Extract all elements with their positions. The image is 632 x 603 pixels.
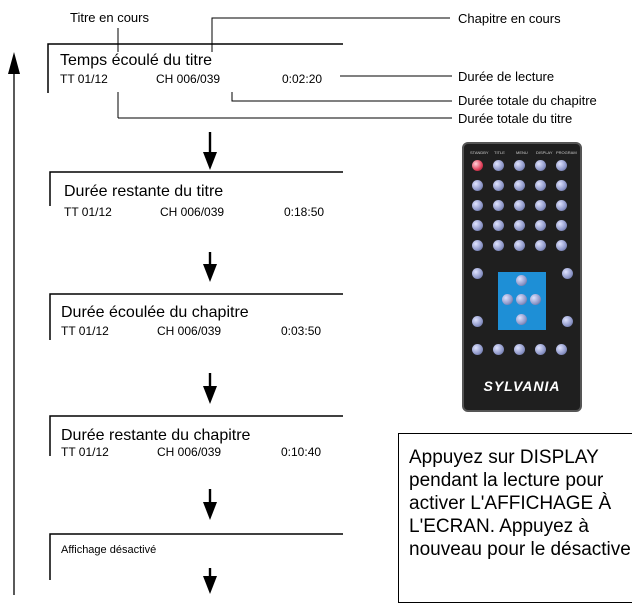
remote-button[interactable] bbox=[514, 160, 525, 171]
transport-button[interactable] bbox=[472, 344, 483, 355]
remote-button[interactable] bbox=[535, 240, 546, 251]
instruction-box: Appuyez sur DISPLAY pendant la lecture p… bbox=[398, 433, 632, 603]
panel-chapitre-restant: Durée restante du chapitre TT 01/12 CH 0… bbox=[61, 427, 341, 467]
remote-button[interactable] bbox=[472, 200, 483, 211]
remote-button[interactable] bbox=[556, 180, 567, 191]
remote-label-title: TITLE bbox=[494, 150, 505, 155]
remote-button[interactable] bbox=[472, 180, 483, 191]
remote-button[interactable] bbox=[472, 220, 483, 231]
time-value: 0:02:20 bbox=[282, 72, 323, 86]
remote-button[interactable] bbox=[514, 200, 525, 211]
panel-5-border bbox=[49, 533, 343, 580]
transport-button[interactable] bbox=[535, 344, 546, 355]
panel-affichage-desactive: Affichage désactivé bbox=[61, 544, 191, 562]
down-arrow-3 bbox=[203, 373, 217, 404]
leader-duree-totale-chapitre bbox=[231, 90, 452, 102]
remote-label-program: PROGRAM bbox=[556, 150, 577, 155]
down-arrow-2 bbox=[203, 252, 217, 282]
panel-title: Affichage désactivé bbox=[61, 544, 157, 556]
remote-button[interactable] bbox=[535, 180, 546, 191]
remote-button[interactable] bbox=[535, 160, 546, 171]
ch-value: CH 006/039 bbox=[160, 205, 225, 219]
remote-side-button[interactable] bbox=[472, 316, 483, 327]
panel-3-border bbox=[49, 293, 343, 340]
nav-enter-button[interactable] bbox=[516, 294, 527, 305]
remote-label-standby: STANDBY bbox=[470, 150, 489, 155]
panel-4-border bbox=[49, 415, 343, 456]
remote-control: STANDBY TITLE MENU DISPLAY PROGRAM SYLVA… bbox=[462, 142, 582, 412]
nav-down-button[interactable] bbox=[516, 314, 527, 325]
return-arrow-head bbox=[8, 52, 20, 74]
panel-2-border bbox=[49, 171, 343, 206]
remote-button[interactable] bbox=[556, 220, 567, 231]
ch-value: CH 006/039 bbox=[157, 324, 222, 338]
tt-value: TT 01/12 bbox=[61, 445, 109, 459]
nav-up-button[interactable] bbox=[516, 275, 527, 286]
remote-side-button[interactable] bbox=[472, 268, 483, 279]
remote-button[interactable] bbox=[493, 220, 504, 231]
remote-button[interactable] bbox=[493, 240, 504, 251]
label-titre-en-cours: Titre en cours bbox=[70, 10, 149, 25]
time-value: 0:03:50 bbox=[281, 324, 322, 338]
leader-chapitre-en-cours bbox=[211, 17, 450, 62]
remote-button[interactable] bbox=[535, 220, 546, 231]
label-chapitre-en-cours: Chapitre en cours bbox=[458, 11, 561, 26]
tt-value: TT 01/12 bbox=[64, 205, 112, 219]
remote-button[interactable] bbox=[556, 160, 567, 171]
remote-label-display: DISPLAY bbox=[536, 150, 553, 155]
remote-side-button[interactable] bbox=[562, 268, 573, 279]
remote-button[interactable] bbox=[514, 240, 525, 251]
down-arrow-1 bbox=[203, 132, 217, 170]
nav-right-button[interactable] bbox=[530, 294, 541, 305]
remote-button[interactable] bbox=[493, 160, 504, 171]
remote-button[interactable] bbox=[472, 240, 483, 251]
brand-logo: SYLVANIA bbox=[483, 378, 561, 394]
panel-1-border bbox=[47, 43, 343, 93]
time-value: 0:10:40 bbox=[281, 445, 322, 459]
tt-value: TT 01/12 bbox=[61, 324, 109, 338]
transport-button[interactable] bbox=[514, 344, 525, 355]
remote-button[interactable] bbox=[556, 240, 567, 251]
remote-button[interactable] bbox=[535, 200, 546, 211]
panel-chapitre-ecoule: Durée écoulée du chapitre TT 01/12 CH 00… bbox=[61, 304, 341, 344]
transport-button[interactable] bbox=[556, 344, 567, 355]
remote-button[interactable] bbox=[556, 200, 567, 211]
remote-button[interactable] bbox=[493, 180, 504, 191]
standby-button[interactable] bbox=[472, 160, 483, 171]
remote-button[interactable] bbox=[514, 180, 525, 191]
panel-titre-ecoule: Temps écoulé du titre TT 01/12 CH 006/03… bbox=[60, 52, 340, 92]
remote-label-menu: MENU bbox=[516, 150, 528, 155]
label-duree-totale-chapitre: Durée totale du chapitre bbox=[458, 93, 597, 108]
transport-button[interactable] bbox=[493, 344, 504, 355]
panel-title: Durée restante du titre bbox=[64, 183, 224, 200]
ch-value: CH 006/039 bbox=[157, 445, 222, 459]
remote-button[interactable] bbox=[514, 220, 525, 231]
label-duree-lecture: Durée de lecture bbox=[458, 69, 555, 84]
panel-title: Durée écoulée du chapitre bbox=[61, 304, 249, 321]
label-duree-totale-titre: Durée totale du titre bbox=[458, 111, 573, 126]
panel-title: Temps écoulé du titre bbox=[60, 52, 213, 70]
tt-value: TT 01/12 bbox=[60, 72, 108, 86]
ch-value: CH 006/039 bbox=[156, 72, 221, 86]
time-value: 0:18:50 bbox=[284, 205, 325, 219]
down-arrow-4 bbox=[203, 489, 217, 520]
panel-titre-restant: Durée restante du titre TT 01/12 CH 006/… bbox=[64, 183, 342, 223]
remote-button[interactable] bbox=[493, 200, 504, 211]
nav-left-button[interactable] bbox=[502, 294, 513, 305]
remote-side-button[interactable] bbox=[562, 316, 573, 327]
panel-title: Durée restante du chapitre bbox=[61, 427, 251, 444]
down-arrow-5 bbox=[203, 568, 217, 594]
